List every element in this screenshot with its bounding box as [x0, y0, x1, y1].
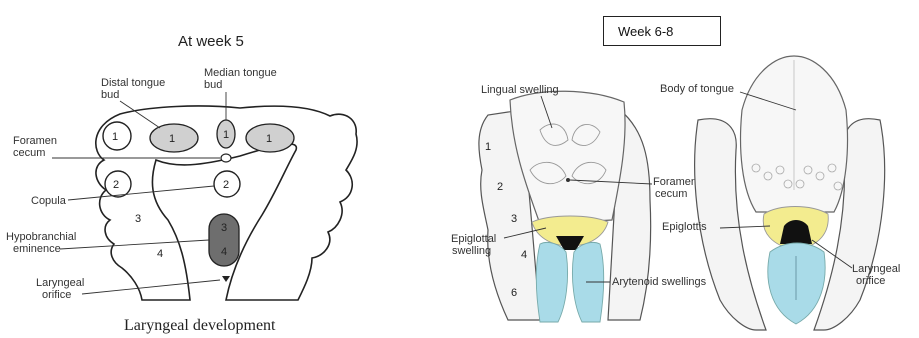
label-laryngeal-orifice-line2: orifice [42, 289, 71, 301]
label-epiglottis: Epiglottis [662, 221, 707, 233]
bud-number: 1 [223, 129, 229, 141]
label-foramen-cecum-line2: cecum [13, 147, 45, 159]
arch-number: 2 [113, 179, 119, 191]
label-laryngeal-orifice-line1: Laryngeal [852, 263, 900, 275]
arch-number: 3 [511, 213, 517, 225]
label-foramen-cecum-line2: cecum [655, 188, 687, 200]
arch-number: 4 [157, 248, 163, 260]
label-hypobranchial-line1: Hypobranchial [6, 231, 76, 243]
label-distal-tongue-bud-line1: Distal tongue [101, 77, 165, 89]
arch-number: 6 [511, 287, 517, 299]
label-median-tongue-bud-line2: bud [204, 79, 222, 91]
arch-number: 1 [485, 141, 491, 153]
bud-number: 3 [221, 222, 227, 234]
label-hypobranchial-line2: eminence [13, 243, 61, 255]
bud-number: 4 [221, 246, 227, 258]
arch-number: 3 [135, 213, 141, 225]
label-foramen-cecum-line1: Foramen [13, 135, 57, 147]
laryngeal-orifice-mark [222, 276, 230, 282]
label-lingual-swelling: Lingual swelling [481, 84, 559, 96]
label-copula: Copula [31, 195, 67, 207]
bud-number: 2 [223, 179, 229, 191]
left-panel-caption: Laryngeal development [124, 317, 276, 334]
label-body-of-tongue: Body of tongue [660, 83, 734, 95]
foramen-cecum-pit [221, 154, 231, 162]
right-panel-embryo: 1 2 3 4 6 Lingual swelling Foramen cecum… [451, 84, 707, 322]
left-panel-title: At week 5 [178, 33, 244, 50]
label-median-tongue-bud-line1: Median tongue [204, 67, 277, 79]
arch-number: 2 [497, 181, 503, 193]
right-panel-tongue: Body of tongue Epiglottis Laryngeal orif… [660, 56, 900, 330]
label-arytenoid-swellings: Arytenoid swellings [612, 276, 707, 288]
arytenoid-swelling-left [536, 242, 567, 322]
label-distal-tongue-bud-line2: bud [101, 89, 119, 101]
arch-number: 1 [112, 131, 118, 143]
left-panel: At week 5 1 2 3 4 1 1 1 2 3 4 Distal ton… [6, 33, 357, 334]
bud-number: 1 [169, 133, 175, 145]
label-foramen-cecum-line1: Foramen [653, 176, 697, 188]
foramen-cecum-dot [566, 178, 570, 182]
label-epiglottal-swelling-line2: swelling [452, 245, 491, 257]
label-epiglottal-swelling-line1: Epiglottal [451, 233, 496, 245]
bud-number: 1 [266, 133, 272, 145]
arch-number: 4 [521, 249, 527, 261]
label-laryngeal-orifice-line1: Laryngeal [36, 277, 84, 289]
label-laryngeal-orifice-line2: orifice [856, 275, 885, 287]
